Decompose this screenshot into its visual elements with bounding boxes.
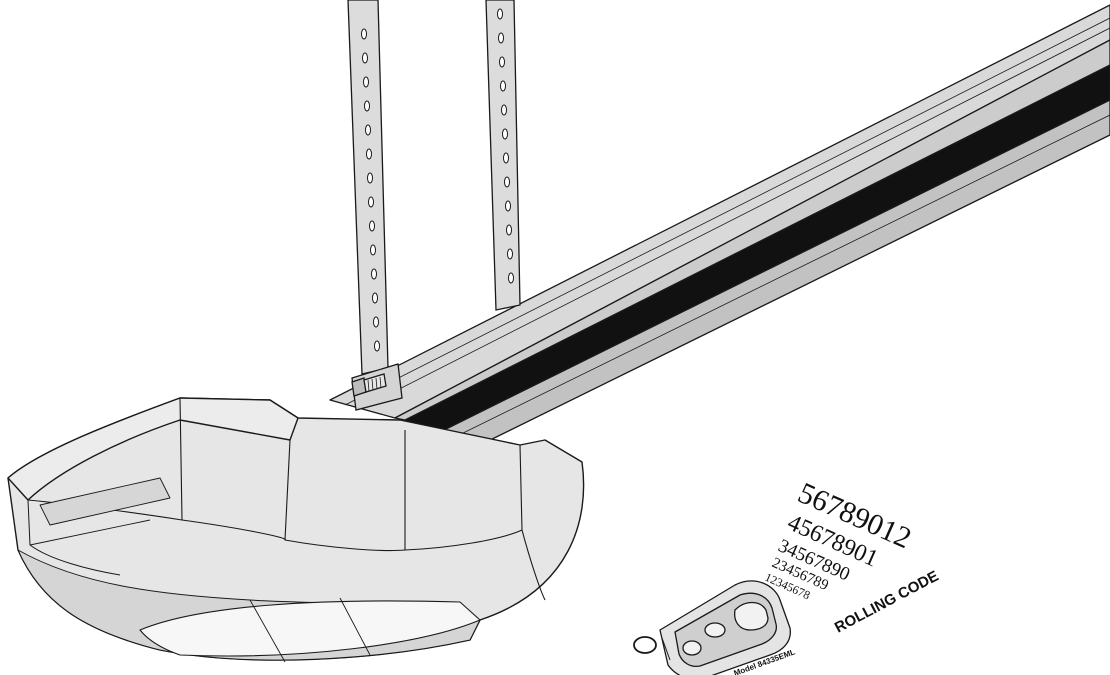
rail-edge-line <box>344 17 1110 406</box>
remote-control: Model 84335EML <box>633 580 796 675</box>
remote-button-1[interactable] <box>682 640 702 656</box>
housing-vent <box>39 477 171 526</box>
key-ring-icon <box>633 636 657 654</box>
hanger-strap-left <box>347 0 389 375</box>
rail-edge-line <box>454 114 1110 438</box>
rail-lower-face <box>439 99 1110 446</box>
housing-crease <box>284 439 291 541</box>
remote-edge <box>661 637 671 661</box>
remote-button-2[interactable] <box>704 622 726 638</box>
hanger-strap-right <box>485 0 521 311</box>
housing-band <box>27 499 523 552</box>
rail-side-face <box>394 39 1110 421</box>
strap-holes <box>497 8 514 284</box>
motor-top-face <box>7 397 299 501</box>
housing-end-detail <box>29 519 151 546</box>
light-lens <box>139 600 481 657</box>
rail <box>329 4 1110 446</box>
rolling-code-graphic: 56789012 45678901 34567890 23456789 1234… <box>763 476 942 636</box>
rolling-code-label: ROLLING CODE <box>832 568 942 637</box>
rail-top-face <box>329 4 1110 419</box>
bolt-icon <box>351 373 387 397</box>
housing-crease <box>179 397 183 521</box>
lens-divider <box>339 597 371 656</box>
housing-end-detail <box>27 499 121 576</box>
strap-holes <box>361 28 380 352</box>
lens-divider <box>249 599 286 663</box>
remote-button-3[interactable] <box>734 601 769 631</box>
rail-edge-line <box>359 27 1110 410</box>
motor-unit <box>7 397 585 663</box>
hanger-bracket <box>351 363 403 411</box>
